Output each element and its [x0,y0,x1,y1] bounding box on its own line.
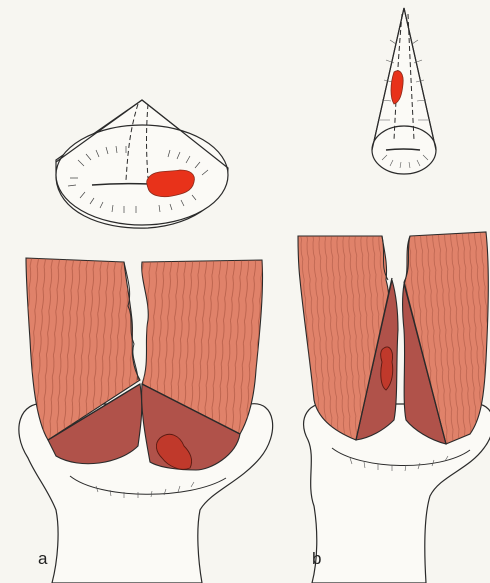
panel-a-cervix-section [19,258,273,583]
panel-label-a: a [38,549,47,569]
panel-b-cone-specimen [372,8,436,174]
panel-label-b: b [312,549,321,569]
panel-b-cervix-section [298,232,490,583]
panel-a-cone-specimen [56,100,228,228]
